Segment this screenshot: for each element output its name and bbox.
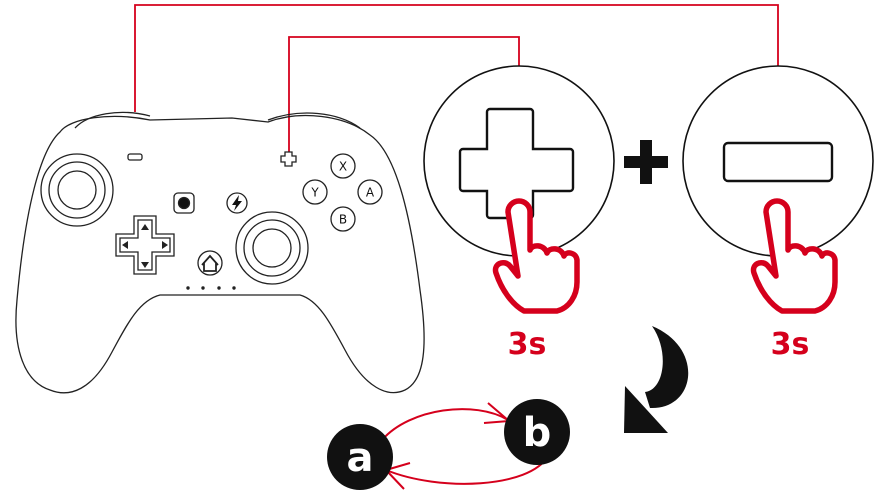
minus-hold-label: 3s	[771, 327, 810, 362]
toggle-arrowhead-top	[484, 403, 509, 423]
toggle-arrow-top	[382, 409, 508, 440]
controller-body	[16, 116, 424, 393]
controller	[16, 112, 424, 392]
dpad-icon	[116, 216, 174, 274]
minus-button-icon	[128, 154, 142, 160]
a-button-label: A	[366, 186, 375, 200]
b-button-label: B	[339, 213, 347, 227]
home-button-icon	[198, 251, 222, 275]
y-button-label: Y	[310, 186, 319, 200]
left-stick-icon	[41, 154, 113, 226]
x-button-label: X	[339, 160, 347, 174]
mode-a-label: a	[347, 435, 374, 481]
led-indicator-icon	[186, 286, 235, 289]
minus-symbol-icon	[724, 143, 832, 181]
turbo-button-icon	[227, 193, 247, 213]
combine-plus-icon	[624, 140, 668, 184]
left-bumper	[75, 112, 150, 128]
plus-hold-label: 3s	[508, 327, 547, 362]
curved-arrow-icon	[624, 326, 688, 433]
plus-button-icon	[281, 152, 296, 166]
right-stick-icon	[236, 212, 308, 284]
capture-button-icon	[174, 193, 194, 213]
mode-b-label: b	[523, 410, 552, 456]
